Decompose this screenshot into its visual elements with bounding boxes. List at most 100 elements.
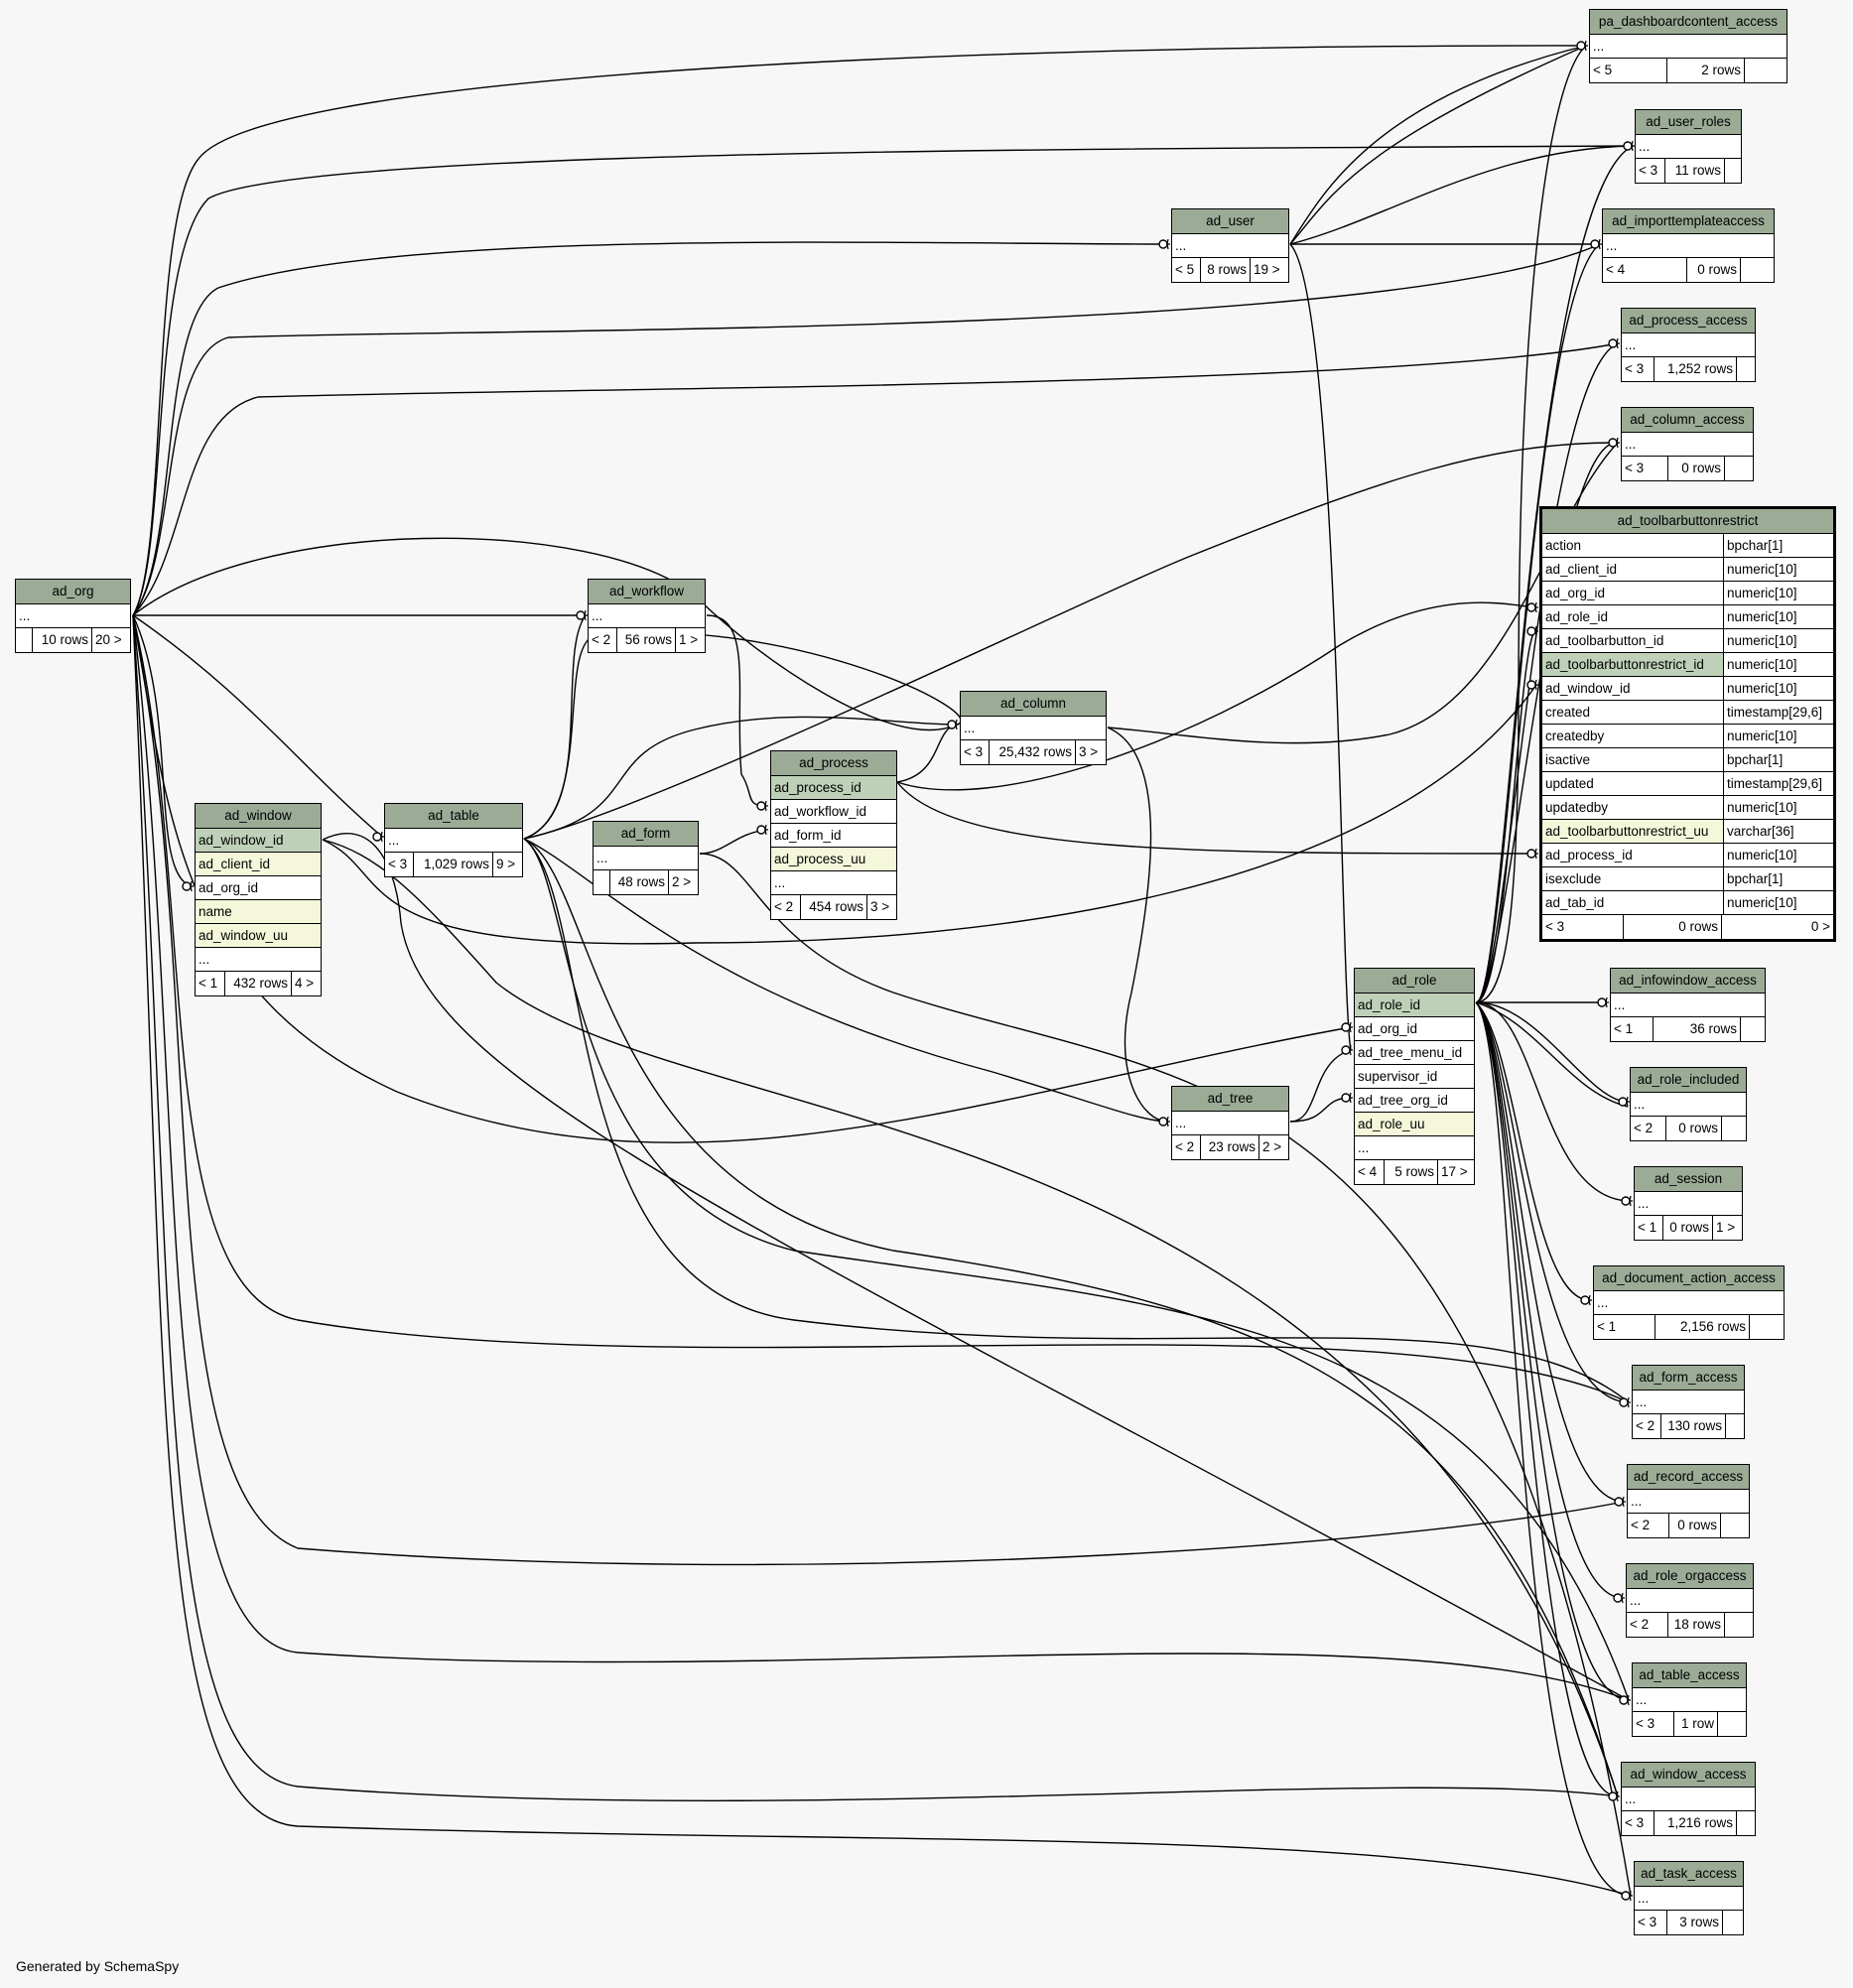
children-count[interactable]: [1726, 1414, 1744, 1438]
children-count[interactable]: [1750, 1315, 1784, 1339]
children-count[interactable]: 0 >: [1810, 919, 1830, 934]
column-type: numeric[10]: [1727, 800, 1797, 815]
parents-count[interactable]: < 3: [1542, 915, 1624, 939]
table-ad-window[interactable]: ad_window ad_window_id ad_client_id ad_o…: [195, 803, 322, 996]
children-count[interactable]: 17 >: [1441, 1164, 1468, 1179]
parents-count[interactable]: < 2: [589, 628, 617, 652]
parents-count[interactable]: < 4: [1355, 1160, 1385, 1184]
children-count[interactable]: [1741, 1017, 1765, 1041]
children-count[interactable]: 1 >: [1716, 1220, 1736, 1235]
parents-count[interactable]: < 2: [1628, 1514, 1669, 1537]
children-count[interactable]: [1723, 1911, 1743, 1934]
children-count[interactable]: 19 >: [1254, 262, 1280, 277]
children-count[interactable]: [1737, 357, 1755, 381]
parents-count[interactable]: < 3: [1622, 357, 1654, 381]
parents-count[interactable]: < 1: [196, 972, 225, 995]
crows-foot-marker: [1616, 337, 1620, 349]
children-count[interactable]: 3 >: [1079, 744, 1099, 759]
children-count[interactable]: [1725, 457, 1753, 480]
parents-count[interactable]: < 1: [1594, 1315, 1655, 1339]
parents-count[interactable]: < 3: [1633, 1712, 1674, 1736]
relationship-line: [132, 614, 1619, 1801]
parents-count[interactable]: < 5: [1590, 59, 1667, 82]
parents-count[interactable]: < 3: [1622, 1811, 1654, 1835]
children-count[interactable]: [1725, 1613, 1753, 1637]
table-row: ad_role_id: [1355, 994, 1474, 1017]
table-ad-process[interactable]: ad_process ad_process_id ad_workflow_id …: [770, 750, 897, 920]
relationship-line: [132, 45, 1587, 616]
row-count: 23 rows: [1201, 1135, 1259, 1159]
children-count[interactable]: 3 >: [870, 899, 890, 914]
children-count[interactable]: 20 >: [95, 632, 122, 647]
parents-count[interactable]: < 2: [1633, 1414, 1661, 1438]
parents-count[interactable]: < 3: [385, 853, 414, 876]
children-count[interactable]: [1721, 1514, 1749, 1537]
parents-count[interactable]: < 2: [1172, 1135, 1201, 1159]
parents-count[interactable]: [16, 628, 33, 652]
children-count[interactable]: 2 >: [1262, 1139, 1282, 1154]
parents-count[interactable]: < 3: [1636, 159, 1665, 183]
parents-count[interactable]: < 2: [1631, 1117, 1666, 1140]
children-count[interactable]: [1718, 1712, 1746, 1736]
crows-foot-marker: [190, 880, 194, 892]
children-count[interactable]: [1722, 1117, 1746, 1140]
table-row: ...: [1611, 994, 1765, 1017]
parents-count[interactable]: < 3: [1635, 1911, 1667, 1934]
row-count: 3 rows: [1667, 1911, 1723, 1934]
children-count[interactable]: [1725, 159, 1741, 183]
parents-count[interactable]: < 2: [1627, 1613, 1668, 1637]
children-count[interactable]: 2 >: [672, 874, 692, 889]
parents-count[interactable]: < 3: [1622, 457, 1668, 480]
children-count[interactable]: 1 >: [679, 632, 699, 647]
optional-cardinality-marker: [1526, 849, 1536, 859]
optional-cardinality-marker: [756, 825, 766, 835]
children-count[interactable]: [1745, 59, 1787, 82]
parents-count[interactable]: < 1: [1635, 1216, 1663, 1240]
optional-cardinality-marker: [1623, 141, 1633, 151]
table-row: ...: [961, 717, 1106, 740]
parents-count[interactable]: [594, 870, 610, 894]
optional-cardinality-marker: [1608, 1791, 1618, 1801]
parents-count[interactable]: < 5: [1172, 258, 1201, 282]
table-title: ad_role: [1355, 969, 1474, 994]
relationship-line: [523, 838, 1630, 1701]
table-title: ad_form_access: [1633, 1366, 1744, 1391]
children-count[interactable]: [1741, 258, 1774, 282]
children-count[interactable]: 4 >: [295, 976, 315, 991]
relationship-line: [523, 614, 587, 840]
table-title: ad_importtemplateaccess: [1603, 209, 1774, 234]
table-ad-role[interactable]: ad_role ad_role_id ad_org_id ad_tree_men…: [1354, 968, 1475, 1185]
parents-count[interactable]: < 4: [1603, 258, 1687, 282]
parents-count[interactable]: < 3: [961, 740, 990, 764]
parents-count[interactable]: < 1: [1611, 1017, 1654, 1041]
parents-count[interactable]: < 2: [771, 895, 801, 919]
column-type: numeric[10]: [1727, 681, 1797, 696]
children-count[interactable]: 9 >: [496, 857, 516, 871]
row-count: 56 rows: [617, 628, 676, 652]
children-count[interactable]: [1737, 1811, 1755, 1835]
